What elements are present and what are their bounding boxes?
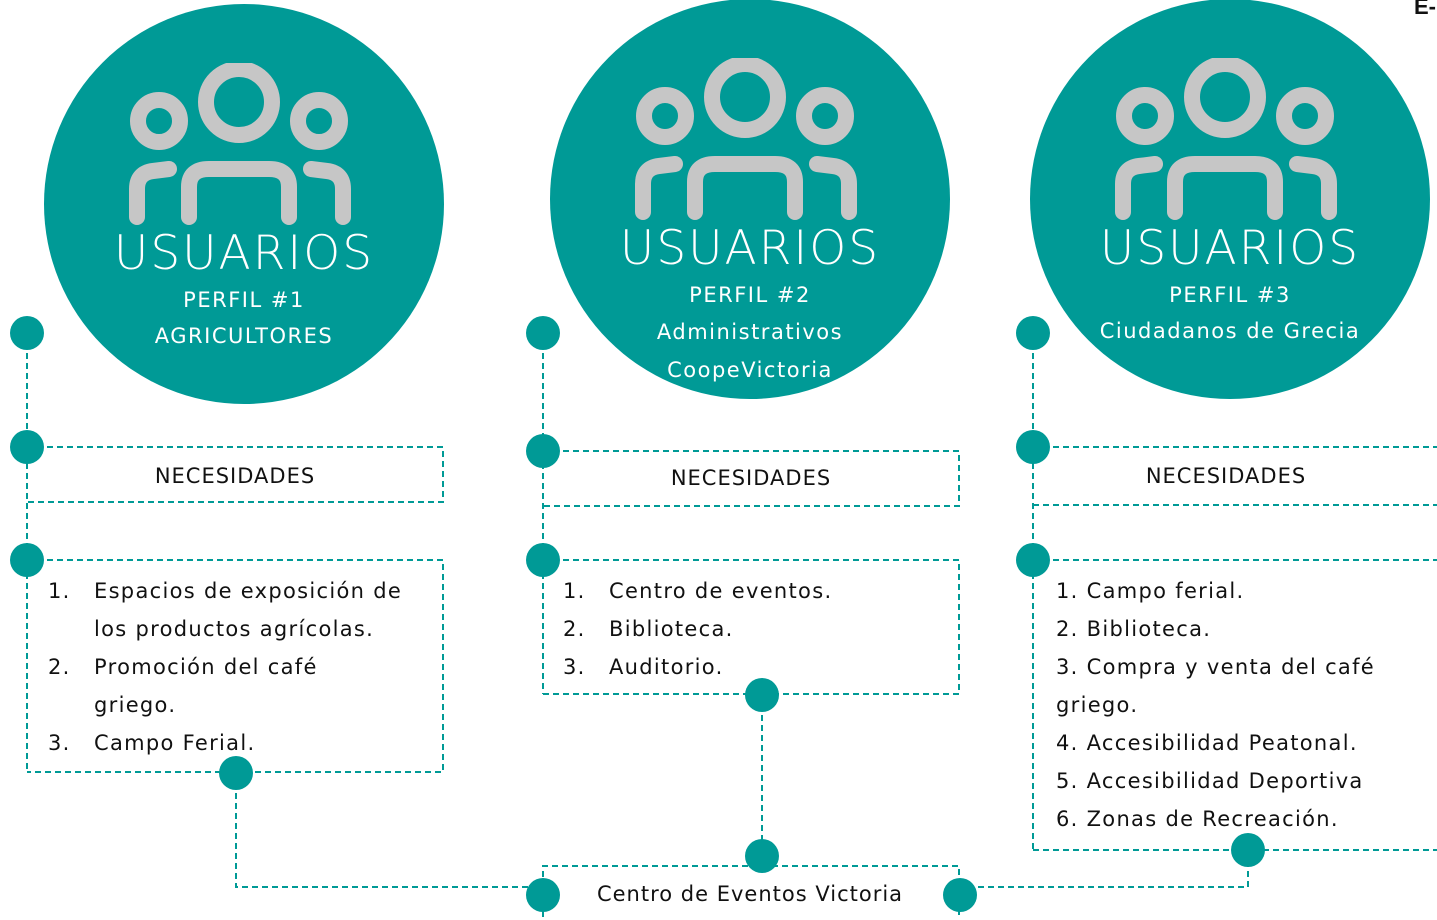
connector-node bbox=[943, 878, 977, 912]
profile-name-line1: Administrativos bbox=[656, 320, 844, 344]
list-item: 2.Promoción del café bbox=[48, 655, 318, 679]
connector-node bbox=[10, 430, 44, 464]
users-group-icon bbox=[1115, 58, 1337, 220]
needs-list-1: 1.Espacios de exposición de los producto… bbox=[48, 572, 402, 762]
list-item: griego. bbox=[1056, 693, 1139, 717]
list-item: griego. bbox=[94, 693, 177, 717]
needs-list-3: 1. Campo ferial. 2. Biblioteca. 3. Compr… bbox=[1056, 572, 1375, 838]
profile-name: AGRICULTORES bbox=[154, 324, 334, 348]
list-item: 2. Biblioteca. bbox=[1056, 617, 1212, 641]
connector-node bbox=[526, 543, 560, 577]
profile-name: Ciudadanos de Grecia bbox=[1099, 319, 1361, 343]
list-item: 1.Centro de eventos. bbox=[563, 579, 833, 603]
connector-node bbox=[219, 756, 253, 790]
user-profile-circle-2: USUARIOS PERFIL #2 Administrativos Coope… bbox=[550, 0, 950, 399]
usuarios-title: USUARIOS bbox=[113, 226, 375, 281]
connector-node bbox=[526, 316, 560, 350]
usuarios-title: USUARIOS bbox=[1099, 221, 1361, 276]
connector-node bbox=[1016, 543, 1050, 577]
needs-title-2: NECESIDADES bbox=[670, 466, 832, 490]
list-item: los productos agrícolas. bbox=[94, 617, 375, 641]
users-group-icon bbox=[635, 58, 857, 220]
user-profile-circle-1: USUARIOS PERFIL #1 AGRICULTORES bbox=[44, 4, 444, 404]
user-profile-circle-3: USUARIOS PERFIL #3 Ciudadanos de Grecia bbox=[1030, 0, 1430, 399]
profile-label: PERFIL #3 bbox=[1169, 283, 1291, 307]
connector-node bbox=[10, 316, 44, 350]
connector-node bbox=[1016, 430, 1050, 464]
needs-title-3: NECESIDADES bbox=[1145, 464, 1307, 488]
list-item: 3.Campo Ferial. bbox=[48, 731, 256, 755]
needs-list-2: 1.Centro de eventos. 2.Biblioteca. 3.Aud… bbox=[563, 572, 832, 686]
list-item: 5. Accesibilidad Deportiva bbox=[1056, 769, 1364, 793]
connector-node bbox=[10, 543, 44, 577]
connector-node bbox=[1231, 833, 1265, 867]
list-item: 2.Biblioteca. bbox=[563, 617, 734, 641]
list-item: 6. Zonas de Recreación. bbox=[1056, 807, 1339, 831]
users-group-icon bbox=[129, 63, 351, 225]
connector-node bbox=[1016, 316, 1050, 350]
profile-label: PERFIL #2 bbox=[689, 283, 811, 307]
list-item: 1.Espacios de exposición de bbox=[48, 579, 403, 603]
list-item: 1. Campo ferial. bbox=[1056, 579, 1245, 603]
list-item: 3.Auditorio. bbox=[563, 655, 724, 679]
list-item: 3. Compra y venta del café bbox=[1056, 655, 1376, 679]
connector-node bbox=[526, 434, 560, 468]
corner-label: E- bbox=[1414, 0, 1436, 19]
connector-node bbox=[745, 839, 779, 873]
profile-label: PERFIL #1 bbox=[183, 288, 305, 312]
connector-node bbox=[745, 678, 779, 712]
usuarios-title: USUARIOS bbox=[619, 221, 881, 276]
connector-node bbox=[526, 878, 560, 912]
needs-title-1: NECESIDADES bbox=[154, 464, 316, 488]
list-item: 4. Accesibilidad Peatonal. bbox=[1056, 731, 1358, 755]
center-label: Centro de Eventos Victoria bbox=[596, 882, 904, 906]
profile-name-line2: CoopeVictoria bbox=[667, 358, 833, 382]
